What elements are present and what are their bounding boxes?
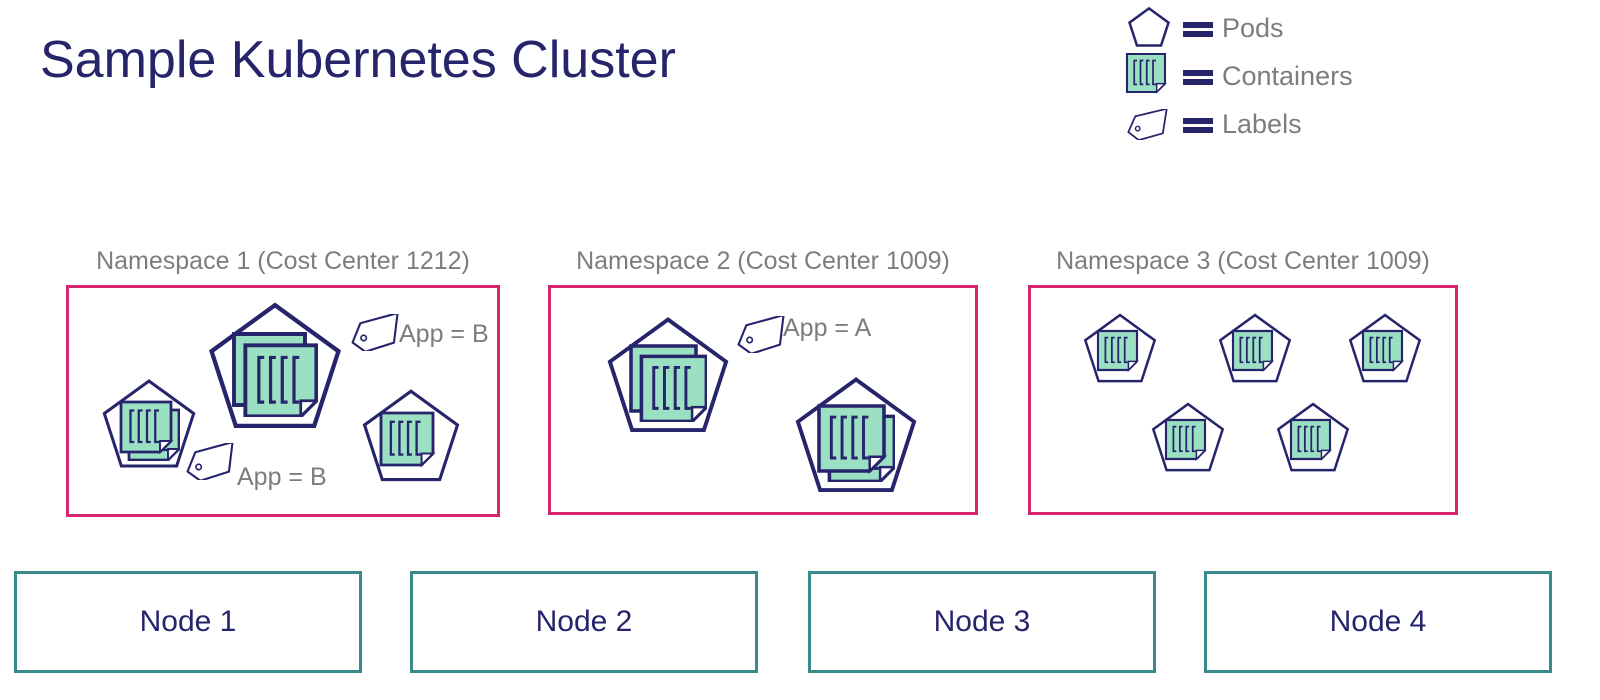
label-tag-text: App = B bbox=[237, 463, 327, 491]
container-icon bbox=[119, 400, 180, 461]
equals-icon bbox=[1178, 101, 1218, 147]
tag-ns1-lower[interactable] bbox=[182, 443, 242, 485]
node-label: Node 2 bbox=[535, 605, 633, 638]
legend-label: Containers bbox=[1222, 60, 1353, 91]
legend-item-pods: Pods bbox=[1120, 4, 1480, 52]
container-icon bbox=[1125, 52, 1172, 99]
node-box-2[interactable]: Node 2 bbox=[410, 571, 758, 673]
pod-ns1-right[interactable] bbox=[359, 386, 463, 490]
namespace-content bbox=[1031, 288, 1455, 512]
namespace-box-1[interactable]: App = B App = B bbox=[66, 285, 500, 517]
pentagon-pod-icon bbox=[1149, 400, 1227, 478]
pod-ns3-2[interactable] bbox=[1216, 311, 1294, 389]
container-icon bbox=[379, 411, 442, 474]
container-icon bbox=[817, 404, 896, 483]
node-label: Node 4 bbox=[1329, 605, 1427, 638]
legend-glyph-wrapper bbox=[1120, 5, 1178, 51]
pod-ns2-right[interactable] bbox=[791, 373, 921, 503]
container-icon bbox=[232, 332, 318, 418]
namespace-title-3: Namespace 3 (Cost Center 1009) bbox=[1056, 247, 1430, 275]
pentagon-pod-icon bbox=[1274, 400, 1352, 478]
pod-ns1-center[interactable] bbox=[204, 298, 346, 440]
namespace-content: App = B App = B bbox=[69, 288, 497, 514]
pentagon-pod-icon bbox=[99, 376, 199, 476]
container-icon bbox=[1096, 329, 1144, 377]
node-box-1[interactable]: Node 1 bbox=[14, 571, 362, 673]
label-tag-text: App = B bbox=[399, 320, 489, 348]
legend-label: Pods bbox=[1222, 12, 1284, 43]
pod-ns3-1[interactable] bbox=[1081, 311, 1159, 389]
namespace-title-1: Namespace 1 (Cost Center 1212) bbox=[96, 247, 470, 275]
legend-glyph-wrapper bbox=[1120, 53, 1178, 99]
pod-ns3-3[interactable] bbox=[1346, 311, 1424, 389]
pentagon-pod-icon bbox=[791, 373, 921, 503]
equals-icon bbox=[1178, 53, 1218, 99]
pentagon-pod-icon bbox=[1081, 311, 1159, 389]
pentagon-pod-icon bbox=[359, 386, 463, 490]
label-tag-icon bbox=[347, 314, 407, 352]
pod-ns1-left[interactable] bbox=[99, 376, 199, 476]
label-tag-icon bbox=[182, 443, 242, 481]
label-tag-icon bbox=[1124, 108, 1174, 140]
equals-icon bbox=[1178, 5, 1218, 51]
legend-item-labels: Labels bbox=[1120, 100, 1480, 148]
container-icon bbox=[629, 344, 708, 423]
pod-ns2-left[interactable] bbox=[603, 313, 733, 443]
namespace-box-2[interactable]: App = A bbox=[548, 285, 978, 515]
node-label: Node 3 bbox=[933, 605, 1031, 638]
legend-glyph-wrapper bbox=[1120, 101, 1178, 147]
namespace-box-3[interactable] bbox=[1028, 285, 1458, 515]
legend-item-containers: Containers bbox=[1120, 52, 1480, 100]
pentagon-pod-icon bbox=[603, 313, 733, 443]
label-tag-icon bbox=[733, 316, 793, 354]
label-tag-text: App = A bbox=[783, 314, 872, 342]
pentagon-pod-icon bbox=[1216, 311, 1294, 389]
namespace-content: App = A bbox=[551, 288, 975, 512]
container-icon bbox=[1289, 418, 1337, 466]
pentagon-pod-icon bbox=[1126, 5, 1172, 51]
tag-ns1-upper[interactable] bbox=[347, 314, 407, 356]
container-icon bbox=[1361, 329, 1409, 377]
page-title: Sample Kubernetes Cluster bbox=[40, 31, 676, 89]
namespace-title-2: Namespace 2 (Cost Center 1009) bbox=[576, 247, 950, 275]
node-label: Node 1 bbox=[139, 605, 237, 638]
pentagon-pod-icon bbox=[1346, 311, 1424, 389]
node-box-3[interactable]: Node 3 bbox=[808, 571, 1156, 673]
container-icon bbox=[1164, 418, 1212, 466]
pentagon-pod-icon bbox=[204, 298, 346, 440]
container-icon bbox=[1231, 329, 1279, 377]
pod-ns3-5[interactable] bbox=[1274, 400, 1352, 478]
node-box-4[interactable]: Node 4 bbox=[1204, 571, 1552, 673]
pod-ns3-4[interactable] bbox=[1149, 400, 1227, 478]
legend-label: Labels bbox=[1222, 108, 1302, 139]
tag-ns2[interactable] bbox=[733, 316, 793, 358]
